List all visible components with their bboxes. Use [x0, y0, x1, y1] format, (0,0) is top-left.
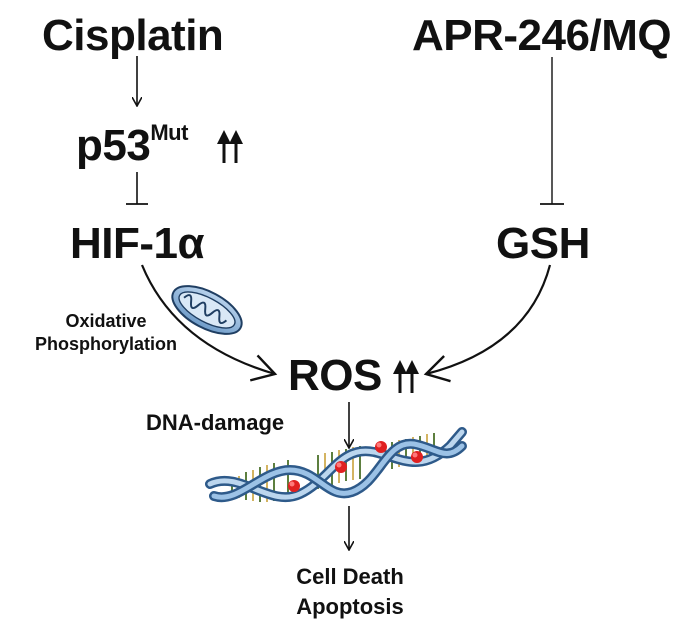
dna-damage-label: DNA-damage [146, 410, 285, 435]
hif-1a-label: HIF-1α [70, 219, 205, 268]
dna-damage-spot [411, 451, 423, 463]
oxphos-line-1: Oxidative [65, 311, 147, 331]
cell-death-text: Cell Death [296, 564, 404, 589]
dna-damage-spot [288, 480, 300, 492]
inhibit-apr-gsh [540, 57, 564, 205]
double-up-arrow-icon [217, 130, 243, 163]
p53-text: p53 [76, 121, 151, 170]
outcome-label: Cell Death Apoptosis [250, 566, 450, 618]
p53-label: p53Mut [76, 121, 188, 170]
arrow-gsh-ros [423, 264, 552, 383]
inhibit-p53-hif [126, 172, 148, 205]
double-up-arrow-icon [393, 360, 419, 393]
arrow-hif-ros [140, 264, 278, 382]
mitochondrion-icon [171, 285, 243, 335]
apoptosis-text: Apoptosis [296, 594, 404, 619]
oxidative-phosphorylation-label: Oxidative Phosphorylation [6, 312, 206, 353]
p53-mut-superscript: Mut [150, 120, 188, 145]
ros-label: ROS [288, 351, 382, 400]
dna-damage-spot [335, 461, 347, 473]
gsh-label: GSH [496, 219, 590, 268]
cisplatin-label: Cisplatin [42, 11, 224, 60]
apr-246-mq-label: APR-246/MQ [412, 11, 672, 60]
dna-helix-icon [205, 427, 467, 503]
oxphos-line-2: Phosphorylation [34, 334, 177, 354]
dna-damage-spot [375, 441, 387, 453]
